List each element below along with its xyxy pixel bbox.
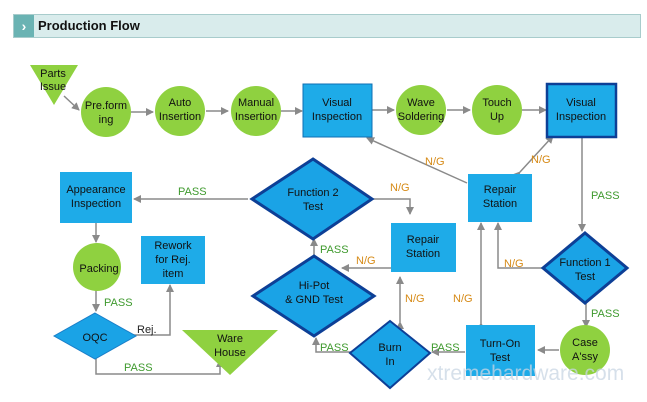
svg-text:Test: Test: [575, 271, 595, 283]
svg-text:Inspection: Inspection: [556, 111, 606, 123]
svg-text:Insertion: Insertion: [159, 111, 201, 123]
edge-repair2-vi1: [366, 137, 468, 184]
edge-func2-repair1: [371, 198, 414, 215]
section-header: › Production Flow: [13, 14, 641, 38]
node-visual-inspection-1: Visual Inspection: [302, 83, 373, 138]
node-parts-issue: Parts Issue: [30, 65, 78, 105]
svg-text:Case: Case: [572, 337, 598, 349]
svg-text:Burn: Burn: [378, 342, 401, 354]
node-touch-up: Touch Up: [472, 85, 522, 135]
svg-text:Parts: Parts: [40, 68, 66, 80]
svg-text:Station: Station: [406, 248, 440, 260]
node-auto-insertion: Auto Insertion: [155, 86, 205, 136]
svg-text:OQC: OQC: [82, 332, 107, 344]
svg-text:In: In: [385, 356, 394, 368]
node-repair-station-2: Repair Station: [468, 174, 532, 222]
node-burn-in: Burn In: [348, 319, 432, 390]
edge-func1-repair2: [494, 222, 549, 272]
label-ng-vi1: N/G: [425, 156, 445, 168]
svg-text:Inspection: Inspection: [71, 198, 121, 210]
node-wave-soldering: Wave Soldering: [396, 85, 446, 135]
svg-text:Insertion: Insertion: [235, 111, 277, 123]
node-manual-insertion: Manual Insertion: [231, 86, 281, 136]
label-ng-hipot: N/G: [405, 293, 425, 305]
svg-text:Touch: Touch: [482, 97, 511, 109]
watermark: xtremehardware.com: [427, 362, 624, 385]
label-rej: Rej.: [137, 324, 157, 336]
chevron-right-icon[interactable]: ›: [14, 15, 34, 37]
svg-text:Test: Test: [303, 201, 323, 213]
label-ng-func1: N/G: [504, 258, 524, 270]
label-pass-burnin: PASS: [320, 342, 349, 354]
svg-text:Soldering: Soldering: [398, 111, 444, 123]
node-rework: Rework for Rej. item: [141, 236, 205, 284]
svg-text:Pre.form: Pre.form: [85, 100, 127, 112]
edge-burnin-hipot: [312, 337, 355, 353]
svg-text:for Rej.: for Rej.: [155, 254, 190, 266]
edge-oqc-rework: [130, 284, 174, 336]
node-function-1-test: Function 1 Test: [540, 231, 630, 305]
node-turn-on-test: Turn-On Test: [466, 325, 535, 376]
node-preforming: Pre.form ing: [81, 87, 131, 137]
label-pass-appearance: PASS: [178, 186, 207, 198]
svg-text:Issue: Issue: [40, 81, 66, 93]
svg-text:Ware: Ware: [217, 333, 243, 345]
svg-text:Wave: Wave: [407, 97, 435, 109]
node-ware-house: Ware House: [182, 330, 278, 375]
svg-text:Up: Up: [490, 111, 504, 123]
svg-text:Visual: Visual: [322, 97, 352, 109]
page-title: Production Flow: [38, 18, 140, 33]
svg-text:Rework: Rework: [154, 240, 192, 252]
svg-text:Visual: Visual: [566, 97, 596, 109]
node-repair-station-1: Repair Station: [391, 223, 456, 272]
svg-text:Test: Test: [490, 352, 510, 364]
svg-text:House: House: [214, 347, 246, 359]
label-pass-vi2: PASS: [591, 190, 620, 202]
node-packing: Packing: [73, 243, 121, 291]
label-pass-packing: PASS: [104, 297, 133, 309]
svg-text:item: item: [163, 268, 184, 280]
svg-text:ing: ing: [99, 114, 114, 126]
edge-parts-preforming: [63, 95, 80, 111]
label-ng-repair1-left: N/G: [356, 255, 376, 267]
svg-text:Auto: Auto: [169, 97, 192, 109]
svg-text:Packing: Packing: [79, 263, 118, 275]
svg-text:& GND Test: & GND Test: [285, 294, 343, 306]
label-pass-oqc: PASS: [124, 362, 153, 374]
svg-text:Function 2: Function 2: [287, 187, 338, 199]
node-appearance-inspection: Appearance Inspection: [60, 172, 132, 223]
svg-text:Turn-On: Turn-On: [480, 338, 521, 350]
svg-text:Station: Station: [483, 198, 517, 210]
label-ng-repair1-top: N/G: [390, 182, 410, 194]
svg-text:Function 1: Function 1: [559, 257, 610, 269]
svg-text:Inspection: Inspection: [312, 111, 362, 123]
edge-oqc-warehouse: [95, 357, 224, 375]
label-pass-f2: PASS: [320, 244, 349, 256]
node-visual-inspection-2: Visual Inspection: [545, 82, 618, 139]
svg-text:Appearance: Appearance: [66, 184, 125, 196]
edge-repair2-vi2: [512, 135, 554, 180]
label-ng-turnon: N/G: [453, 293, 473, 305]
svg-text:Repair: Repair: [407, 234, 440, 246]
svg-text:A'ssy: A'ssy: [572, 351, 598, 363]
label-pass-turnon: PASS: [431, 342, 460, 354]
node-function-2-test: Function 2 Test: [249, 157, 375, 241]
label-pass-func1: PASS: [591, 308, 620, 320]
label-ng-vi2: N/G: [531, 154, 551, 166]
node-oqc: OQC: [52, 312, 138, 360]
svg-text:Repair: Repair: [484, 184, 517, 196]
svg-text:Manual: Manual: [238, 97, 274, 109]
node-case-assy: Case A'ssy: [560, 325, 610, 375]
node-hipot-gnd-test: Hi-Pot & GND Test: [250, 254, 377, 338]
svg-text:Hi-Pot: Hi-Pot: [299, 280, 330, 292]
